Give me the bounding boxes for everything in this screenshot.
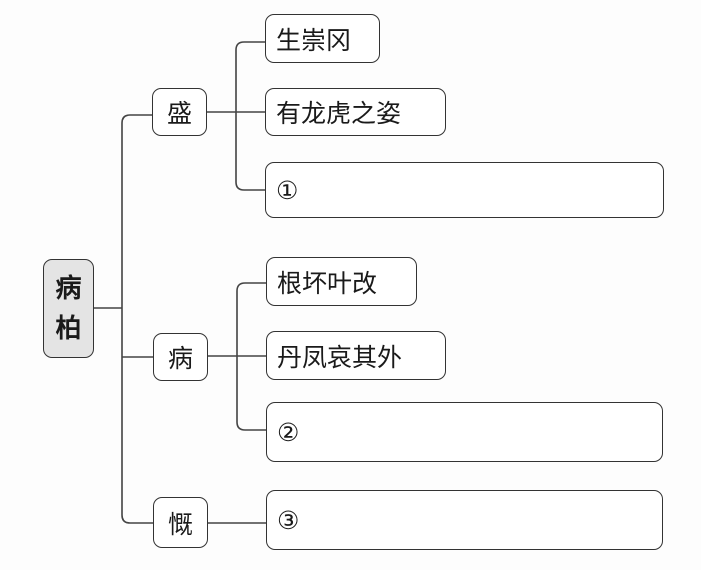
connector-trunk	[121, 114, 153, 524]
branch-node-bing: 病	[153, 333, 208, 381]
root-char-2: 柏	[55, 313, 82, 344]
branch-node-kai: 慨	[153, 497, 208, 548]
connector-sheng-group	[235, 41, 265, 191]
leaf-node: 根坏叶改	[266, 257, 417, 306]
leaf-node: 生崇冈	[265, 14, 380, 63]
blank-answer-3: ③	[266, 490, 663, 550]
connector-bing-group	[236, 282, 266, 431]
branch-node-sheng: 盛	[152, 88, 207, 136]
root-node: 病 柏	[43, 259, 94, 358]
leaf-node: 丹凤哀其外	[266, 331, 446, 380]
leaf-node: 有龙虎之姿	[265, 88, 446, 136]
blank-answer-1: ①	[265, 162, 664, 218]
root-char-1: 病	[55, 273, 82, 304]
blank-answer-2: ②	[266, 402, 663, 462]
